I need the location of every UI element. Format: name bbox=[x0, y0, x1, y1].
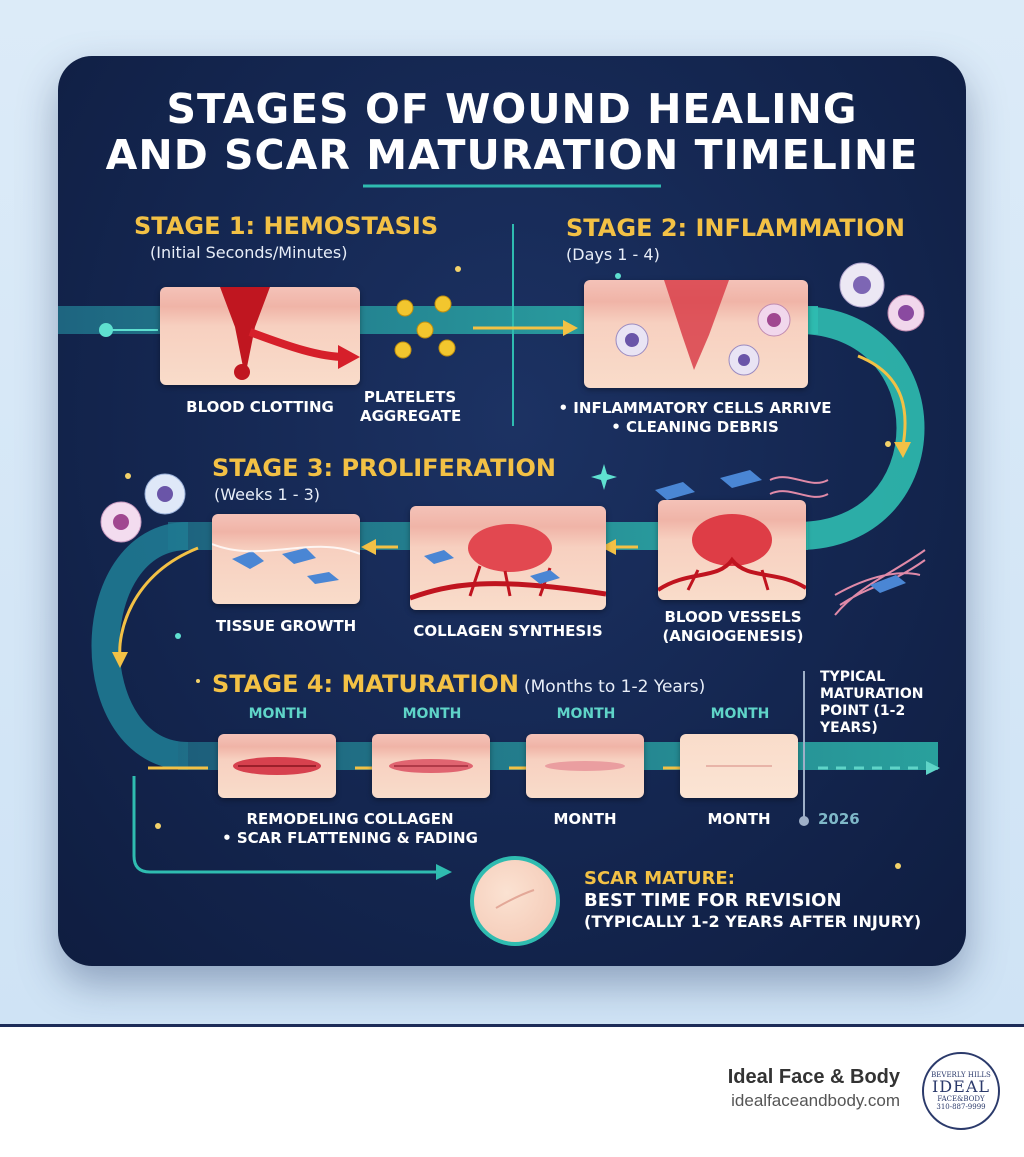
final-heading: SCAR MATURE: bbox=[584, 868, 735, 889]
month-bottom-label-3: MONTH bbox=[553, 810, 617, 828]
stage3-subtitle: (Weeks 1 - 3) bbox=[214, 485, 321, 504]
month-label-4: MONTH bbox=[710, 706, 770, 722]
month-label-1: MONTH bbox=[248, 706, 308, 722]
scar-stage-3-illustration bbox=[526, 734, 644, 798]
collagen-synthesis-illustration bbox=[410, 506, 606, 610]
title-line-2: AND SCAR MATURATION TIMELINE bbox=[105, 131, 919, 179]
angiogenesis-label-line2: (ANGIOGENESIS) bbox=[662, 627, 804, 645]
stage2-title: STAGE 2: INFLAMMATION bbox=[566, 214, 906, 242]
inflammation-bullet-1: • INFLAMMATORY CELLS ARRIVE bbox=[558, 399, 832, 417]
month-bottom-label-4: MONTH bbox=[707, 810, 771, 828]
logo-main-text: IDEAL bbox=[931, 1077, 990, 1096]
typical-maturation-note: TYPICAL MATURATION POINT (1-2 YEARS) bbox=[820, 669, 924, 737]
platelets-icon bbox=[394, 295, 456, 359]
brand-block: Ideal Face & Body idealfaceandbody.com bbox=[728, 1066, 900, 1111]
scar-stage-1-illustration bbox=[218, 734, 336, 798]
angiogenesis-illustration bbox=[658, 500, 806, 600]
typical-line-3: POINT (1-2 bbox=[820, 703, 906, 719]
blood-clotting-illustration bbox=[160, 287, 360, 385]
collagen-fibers-icon bbox=[834, 549, 926, 616]
stage2-subtitle: (Days 1 - 4) bbox=[566, 245, 660, 264]
logo-sub-text: FACE&BODY bbox=[937, 1095, 985, 1103]
typical-line-1: TYPICAL bbox=[820, 669, 886, 685]
tissue-growth-label: TISSUE GROWTH bbox=[215, 617, 357, 635]
immune-cells-icon bbox=[100, 473, 186, 543]
inflammation-illustration bbox=[584, 280, 808, 388]
brand-name: Ideal Face & Body bbox=[727, 1066, 900, 1088]
collagen-synthesis-label: COLLAGEN SYNTHESIS bbox=[413, 622, 603, 640]
stage4-heading: STAGE 4: MATURATION (Months to 1-2 Years… bbox=[212, 670, 705, 698]
remodeling-label-line1: REMODELING COLLAGEN bbox=[246, 810, 454, 828]
blood-clotting-label: BLOOD CLOTTING bbox=[186, 398, 334, 416]
stage3-title: STAGE 3: PROLIFERATION bbox=[212, 454, 556, 482]
stage1-subtitle: (Initial Seconds/Minutes) bbox=[150, 243, 348, 262]
brand-url[interactable]: idealfaceandbody.com bbox=[731, 1091, 900, 1110]
typical-line-2: MATURATION bbox=[820, 686, 924, 702]
platelets-label-line1: PLATELETS bbox=[363, 388, 457, 406]
final-line-3: (TYPICALLY 1-2 YEARS AFTER INJURY) bbox=[584, 912, 922, 931]
remodeling-label-line2: • SCAR FLATTENING & FADING bbox=[222, 829, 478, 847]
tissue-growth-illustration bbox=[212, 514, 360, 604]
fibroblasts-icon bbox=[655, 470, 829, 500]
stage1-title: STAGE 1: HEMOSTASIS bbox=[134, 212, 439, 240]
final-line-2: BEST TIME FOR REVISION bbox=[584, 890, 842, 911]
platelets-label-line2: AGGREGATE bbox=[360, 407, 462, 425]
year-label: 2026 bbox=[818, 810, 860, 828]
stage4-subtitle: (Months to 1-2 Years) bbox=[524, 677, 706, 697]
scar-stage-2-illustration bbox=[372, 734, 490, 798]
inflammation-bullet-2: • CLEANING DEBRIS bbox=[611, 418, 779, 436]
brand-logo: BEVERLY HILLS IDEAL FACE&BODY 310-887-99… bbox=[922, 1052, 1000, 1130]
title-line-1: STAGES OF WOUND HEALING bbox=[166, 85, 858, 133]
typical-line-4: YEARS) bbox=[820, 720, 878, 736]
month-label-3: MONTH bbox=[556, 706, 616, 722]
mature-scar-icon bbox=[470, 856, 560, 946]
white-blood-cells-icon bbox=[839, 262, 925, 332]
scar-stage-4-illustration bbox=[680, 734, 798, 798]
stage4-title: STAGE 4: MATURATION bbox=[212, 670, 519, 698]
footer bbox=[0, 1024, 1024, 1157]
month-label-2: MONTH bbox=[402, 706, 462, 722]
angiogenesis-label-line1: BLOOD VESSELS bbox=[664, 608, 802, 626]
logo-phone-text: 310-887-9999 bbox=[936, 1103, 986, 1111]
logo-top-text: BEVERLY HILLS bbox=[931, 1071, 991, 1079]
